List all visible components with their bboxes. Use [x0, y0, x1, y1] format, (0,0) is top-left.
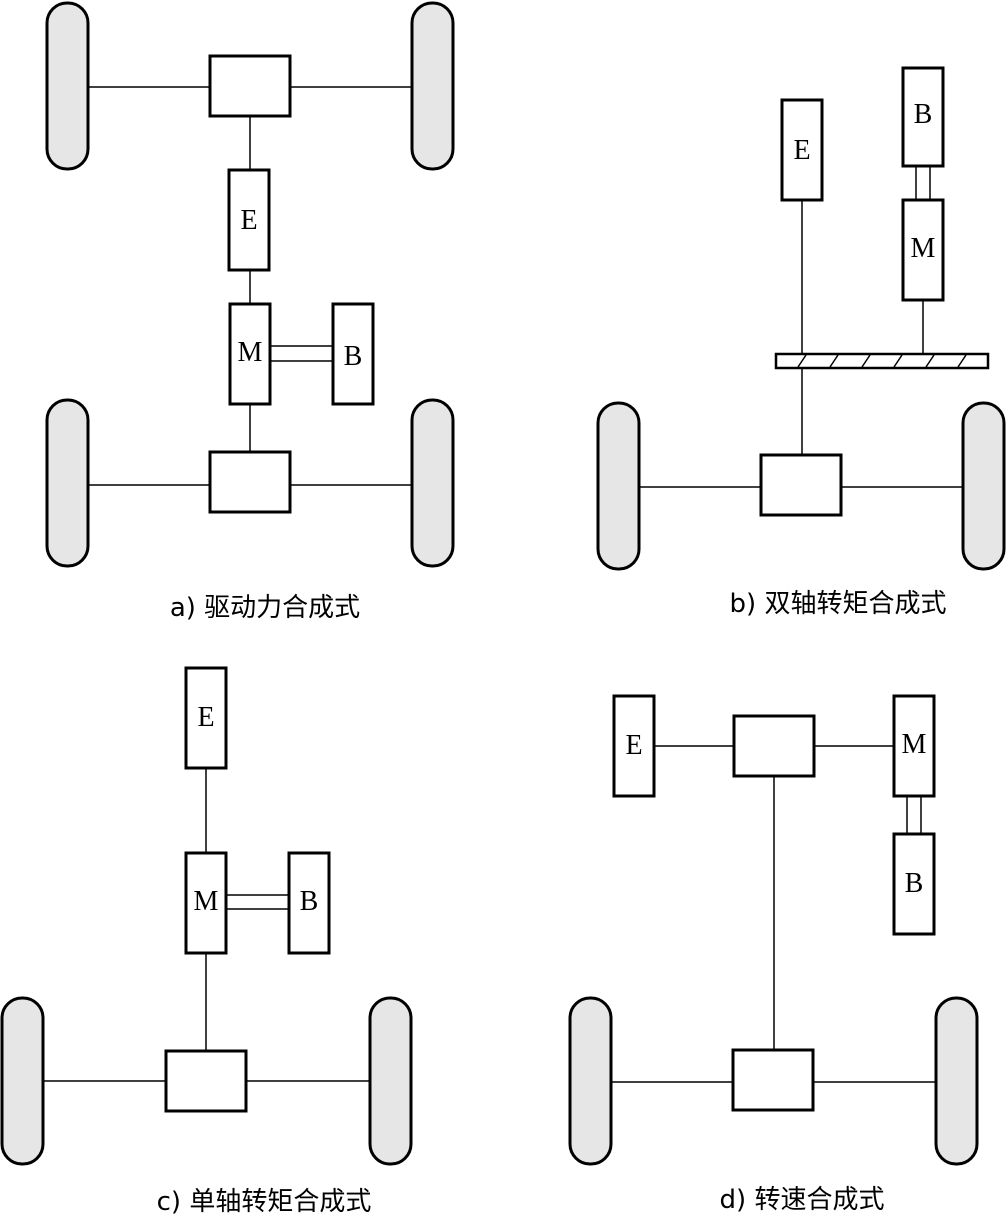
- panel-a: E M B a) 驱动力合成式: [45, 1, 455, 623]
- battery-block: [901, 66, 945, 168]
- motor-label: M: [902, 729, 927, 760]
- engine-block: [227, 168, 271, 272]
- wheel-right: [934, 996, 979, 1166]
- panel-d: E M B d) 转速合成式: [568, 694, 979, 1215]
- differential: [731, 1048, 815, 1112]
- panel-c: E M B c) 单轴转矩合成式: [0, 666, 413, 1217]
- battery-label: B: [914, 99, 933, 130]
- motor-label: M: [194, 886, 219, 917]
- caption-d: d) 转速合成式: [720, 1185, 885, 1215]
- wheel-right: [368, 996, 413, 1166]
- motor-block: [901, 198, 945, 302]
- engine-label: E: [625, 730, 642, 761]
- wheel-front-right: [410, 1, 455, 171]
- caption-a: a) 驱动力合成式: [170, 593, 360, 623]
- battery-label: B: [300, 886, 319, 917]
- wheel-left: [0, 996, 45, 1166]
- wheel-right: [961, 401, 1006, 571]
- battery-block: [892, 832, 936, 936]
- differential: [759, 453, 843, 517]
- battery-label: B: [344, 341, 363, 372]
- rear-differential: [208, 450, 292, 514]
- caption-b: b) 双轴转矩合成式: [730, 589, 947, 619]
- caption-c: c) 单轴转矩合成式: [157, 1187, 372, 1217]
- motor-label: M: [238, 337, 263, 368]
- torque-coupler-hatching: [797, 354, 967, 368]
- engine-label: E: [240, 205, 257, 236]
- motor-label: M: [911, 233, 936, 264]
- wheel-left: [596, 401, 641, 571]
- differential: [164, 1049, 248, 1113]
- motor-block: [892, 694, 936, 798]
- engine-block: [612, 694, 656, 798]
- engine-label: E: [197, 702, 214, 733]
- battery-block: [287, 851, 331, 955]
- engine-label: E: [793, 135, 810, 166]
- panel-b: E B M b) 双轴转矩合成式: [596, 66, 1006, 619]
- wheel-rear-right: [410, 398, 455, 568]
- wheel-left: [568, 996, 613, 1166]
- battery-block: [331, 302, 375, 406]
- torque-coupler: [774, 352, 990, 370]
- battery-label: B: [905, 868, 924, 899]
- wheel-front-left: [45, 1, 90, 171]
- planetary-gear: [732, 714, 816, 778]
- front-differential: [208, 54, 292, 118]
- wheel-rear-left: [45, 398, 90, 568]
